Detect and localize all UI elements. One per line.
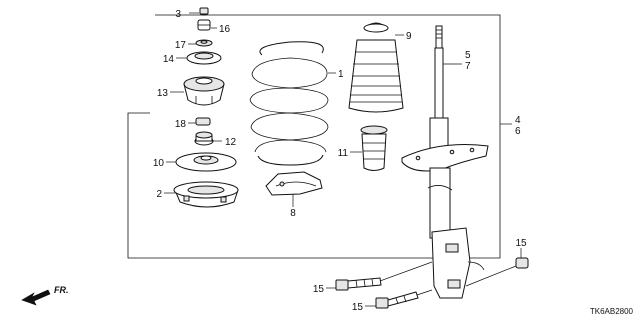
callout-9[interactable]: 9 (406, 31, 412, 42)
part-10-spring-seat[interactable] (175, 152, 237, 172)
part-15-bolt-upper[interactable] (335, 261, 433, 291)
callout-17[interactable]: 16 (219, 24, 231, 35)
callout-18[interactable]: 17 (175, 40, 187, 51)
part-16-nut[interactable] (465, 257, 529, 287)
part-17-bushing[interactable] (197, 19, 211, 31)
callout-19[interactable]: 18 (175, 119, 187, 130)
part-3-cap[interactable] (199, 7, 209, 16)
part-1-coil-spring[interactable] (249, 41, 329, 166)
front-direction-indicator: FR. (21, 285, 69, 306)
callout-11[interactable]: 11 (338, 148, 349, 159)
diagram-code: TK6AB2800 (590, 307, 634, 316)
callout-12[interactable]: 12 (225, 137, 237, 148)
callout-5[interactable]: 5 (465, 50, 471, 61)
part-18-washer[interactable] (195, 39, 213, 47)
callout-labels: 3 16 17 14 13 18 12 10 2 1 8 9 11 5 7 4 … (153, 9, 527, 313)
callout-13[interactable]: 13 (157, 88, 169, 99)
callout-15-upper[interactable]: 15 (313, 284, 325, 295)
callout-1[interactable]: 1 (338, 69, 344, 80)
part-8-lower-seat[interactable] (265, 171, 323, 196)
callout-3[interactable]: 3 (175, 9, 181, 20)
part-12-bushing[interactable] (194, 131, 214, 146)
callout-2[interactable]: 2 (156, 189, 162, 200)
assembly-frame (127, 14, 501, 259)
leader-lines (164, 12, 522, 307)
callout-14[interactable]: 14 (163, 54, 175, 65)
front-arrow-icon (21, 289, 51, 306)
callout-4[interactable]: 4 (515, 115, 521, 126)
part-2-bearing[interactable] (173, 181, 239, 208)
direction-label: FR. (54, 285, 69, 295)
part-19-nut[interactable] (195, 117, 211, 126)
part-13-mount-base[interactable] (183, 76, 225, 106)
callout-7[interactable]: 7 (465, 61, 471, 72)
callout-6[interactable]: 6 (515, 126, 521, 137)
part-4-shock-absorber[interactable] (401, 117, 489, 299)
callout-8[interactable]: 8 (290, 208, 296, 219)
callout-15-lower[interactable]: 15 (352, 302, 364, 313)
part-5-piston-rod[interactable] (434, 25, 444, 119)
part-9-dust-boot[interactable] (348, 22, 404, 113)
callout-16[interactable]: 15 (515, 238, 527, 249)
part-14-seat[interactable] (186, 51, 222, 65)
callout-10[interactable]: 10 (153, 158, 165, 169)
part-11-bump-stop[interactable] (360, 125, 388, 171)
part-15-bolt-lower[interactable] (375, 289, 433, 309)
